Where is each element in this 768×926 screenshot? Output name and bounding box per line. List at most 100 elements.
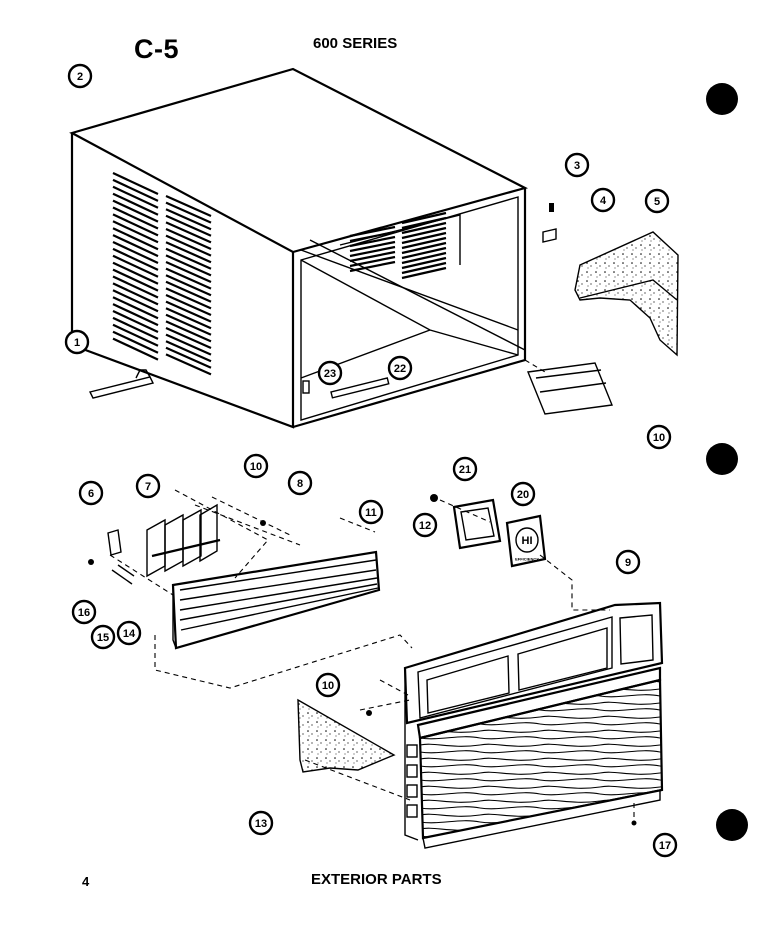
callout-10: 10 [315, 672, 341, 698]
callout-number: 9 [625, 557, 631, 569]
louver-slat [349, 260, 396, 273]
louver-slat [165, 333, 212, 356]
callout-number: 10 [250, 461, 262, 473]
callout-number: 16 [78, 607, 90, 619]
bottom-bracket [88, 369, 155, 399]
louver-slat [112, 330, 159, 354]
louver-slat [112, 199, 159, 223]
louver-slat [165, 214, 212, 237]
louver-slat [112, 172, 159, 195]
callout-number: 23 [324, 368, 336, 380]
louver-slat [165, 326, 212, 350]
cabinet-floor-parts [302, 377, 390, 399]
louver-slat [112, 289, 159, 313]
louver-slat [349, 250, 396, 263]
callout-8: 8 [287, 470, 313, 496]
louver-slat [349, 235, 396, 248]
louver-slat [349, 255, 396, 268]
callout-6: 6 [78, 480, 104, 506]
louver-slat [165, 274, 212, 297]
callout-number: 10 [322, 680, 334, 692]
callout-number: 8 [297, 478, 303, 490]
section-code: C-5 [134, 34, 180, 64]
front-panel-frame [403, 601, 664, 841]
callout-15: 15 [90, 624, 116, 650]
callout-22: 22 [387, 355, 413, 381]
cabinet-side-louvers [112, 172, 447, 376]
louver-slat [401, 241, 447, 255]
louver-slat [165, 287, 212, 310]
louver-slat [112, 275, 159, 299]
louver-slat [165, 260, 212, 284]
louver-slat [112, 310, 159, 333]
louver-slat [401, 211, 447, 225]
louver-slat [112, 234, 159, 258]
louver-slat [112, 192, 159, 216]
callout-10: 10 [243, 453, 269, 479]
louver-slat [401, 231, 447, 245]
louver-slat [165, 300, 212, 323]
louver-slat [401, 246, 447, 260]
louver-slat [165, 313, 212, 336]
callout-2: 2 [67, 63, 93, 89]
louver-slat [401, 256, 447, 270]
louver-slat [165, 340, 212, 363]
louver-slat [349, 240, 396, 253]
louver-slat [401, 261, 447, 275]
assembly-leader-lines [109, 489, 635, 822]
louver-slat [401, 266, 447, 280]
callout-number: 21 [459, 464, 471, 476]
callout-4: 4 [590, 187, 616, 213]
louver-slat [165, 201, 212, 224]
louver-slat [165, 267, 212, 290]
louver-slat [165, 221, 212, 244]
louver-slat [112, 282, 159, 306]
air-deflector-vanes [146, 503, 221, 578]
louver-slat [112, 241, 159, 264]
callout-number: 20 [517, 489, 529, 501]
front-grille-louver [171, 550, 381, 650]
badge-subtext: EFFICIENCY [515, 557, 539, 562]
louver-slat [401, 251, 447, 265]
hi-efficiency-badge: HI EFFICIENCY [505, 514, 547, 568]
footer-title: EXTERIOR PARTS [311, 871, 442, 888]
callout-number: 11 [365, 507, 377, 519]
louver-slat [165, 227, 212, 251]
louver-slat [165, 234, 212, 257]
screw-and-clip [542, 203, 557, 243]
callout-21: 21 [452, 456, 478, 482]
callout-23: 23 [317, 360, 343, 386]
louver-slat [165, 307, 212, 330]
louver-slat [112, 206, 159, 230]
callout-14: 14 [116, 620, 142, 646]
page-number: 4 [82, 874, 90, 889]
callout-13: 13 [248, 810, 274, 836]
callout-12: 12 [412, 512, 438, 538]
louver-slat [112, 296, 159, 320]
callout-16: 16 [71, 599, 97, 625]
louver-slat [401, 216, 447, 230]
louver-slat [401, 236, 447, 250]
louver-slat [165, 208, 212, 231]
louver-slat [112, 303, 159, 327]
binder-holes [706, 83, 748, 841]
callout-number: 2 [77, 71, 83, 83]
louver-slat [349, 245, 396, 258]
louver-slat [112, 268, 159, 292]
louver-slat [165, 346, 212, 369]
callout-number: 3 [574, 160, 580, 172]
callout-number: 5 [654, 196, 660, 208]
callout-11: 11 [358, 499, 384, 525]
louver-slat [112, 178, 159, 202]
mounting-rails [524, 359, 613, 415]
louver-slat [165, 247, 212, 270]
louver-slat [112, 316, 159, 340]
callout-7: 7 [135, 473, 161, 499]
front-insulation-panel [297, 698, 396, 773]
louver-slat [112, 247, 159, 271]
callout-number: 1 [74, 337, 80, 349]
callout-1: 1 [64, 329, 90, 355]
callout-number: 7 [145, 481, 151, 493]
louver-slat [401, 226, 447, 240]
